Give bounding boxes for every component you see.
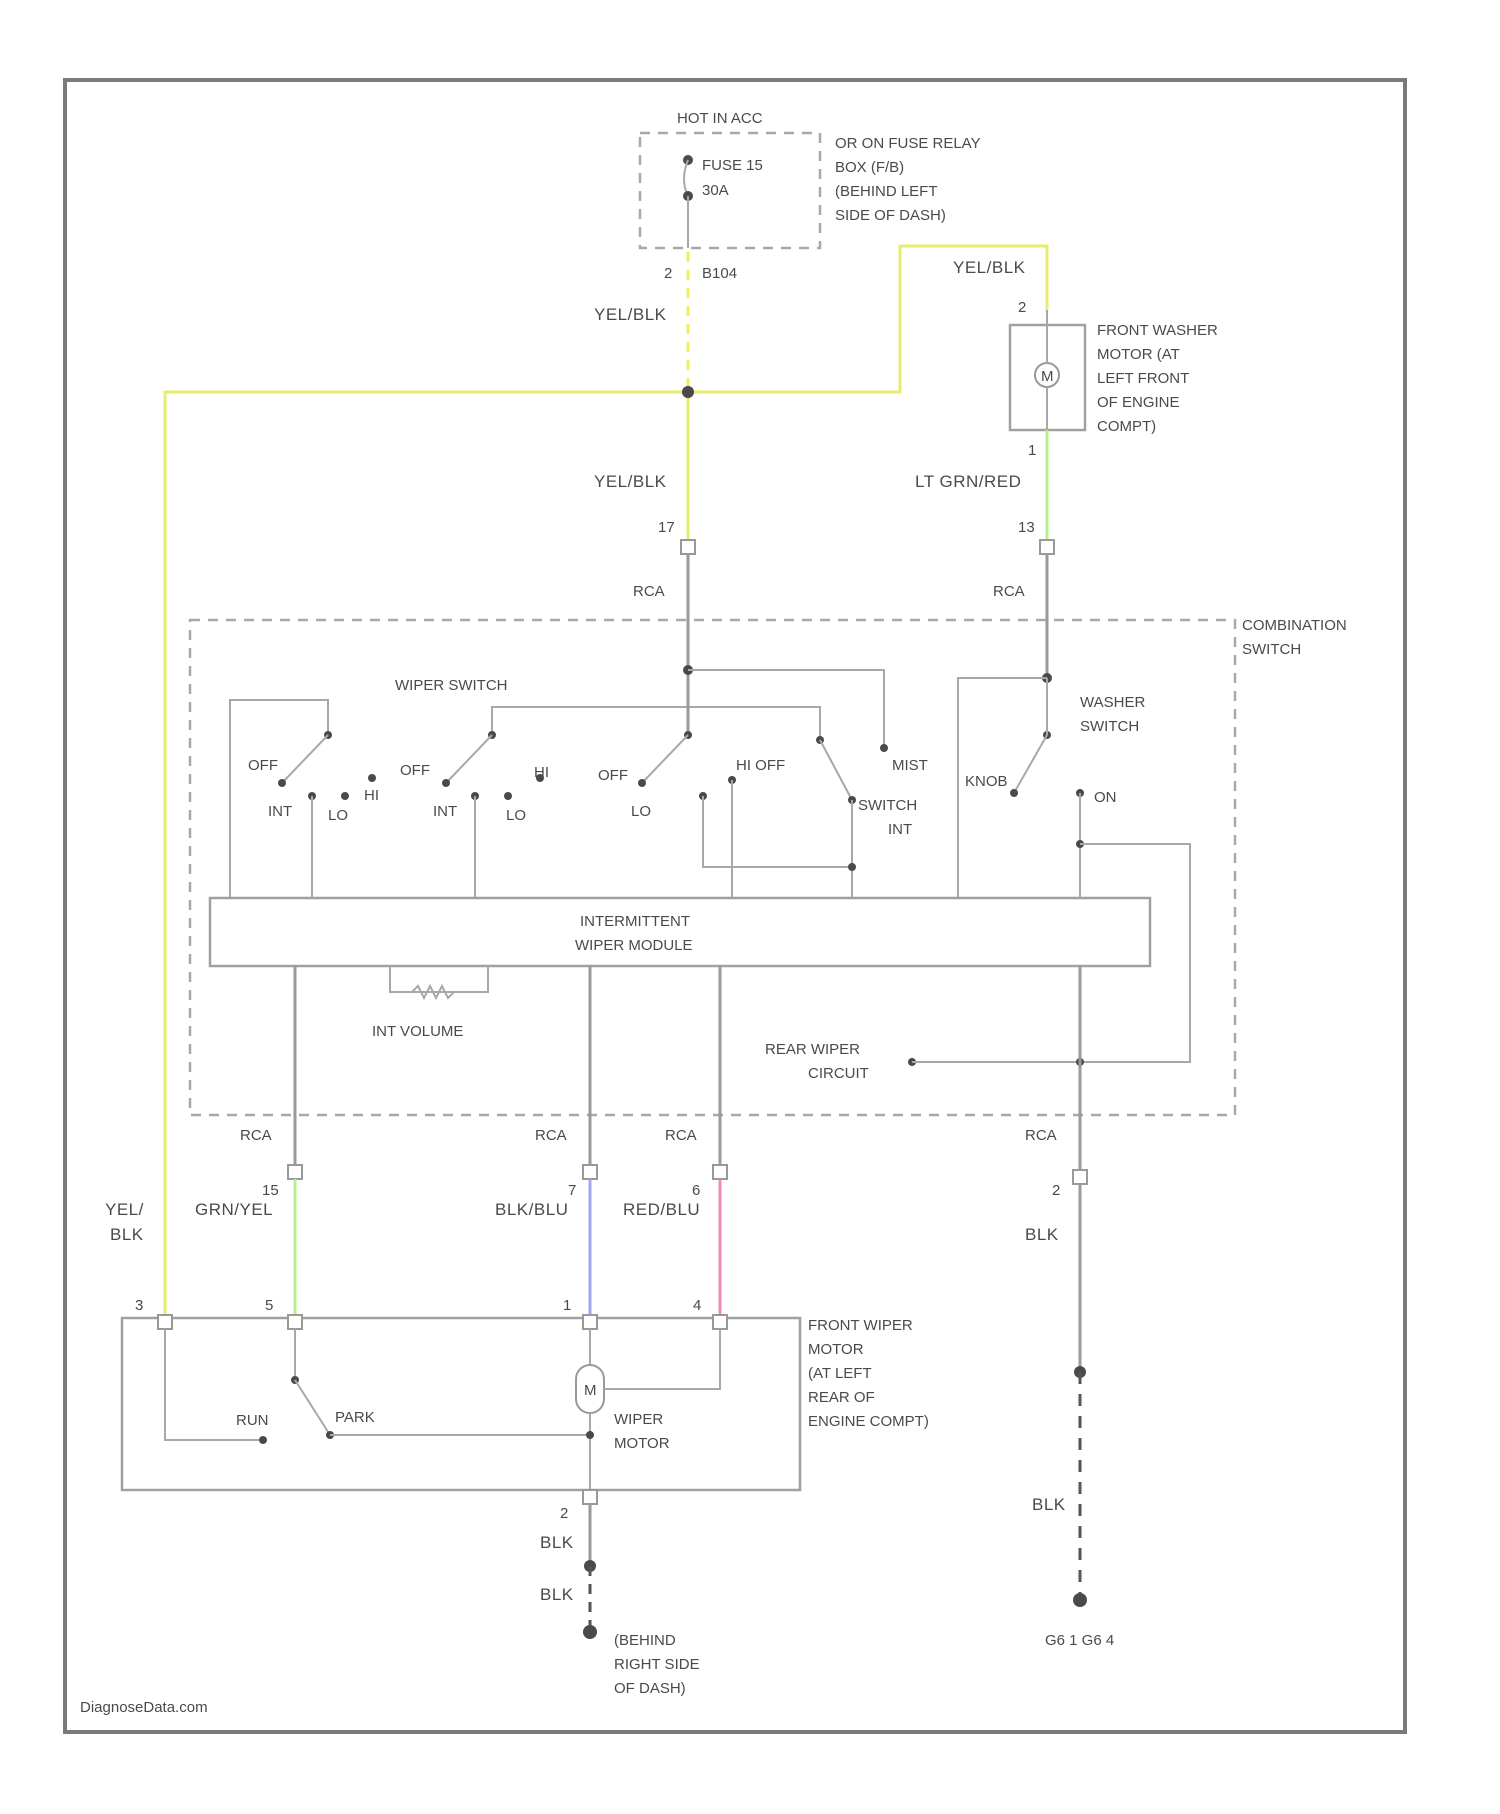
- rca-bottom-1: RCA: [240, 1127, 272, 1144]
- combo-switch-label-2: SWITCH: [1242, 641, 1301, 658]
- rca-top-left: RCA: [633, 583, 665, 600]
- motor-run: RUN: [236, 1412, 269, 1429]
- pin-17: 17: [658, 519, 675, 536]
- pin-6: 6: [692, 1182, 700, 1199]
- sw2-lo: LO: [506, 807, 526, 824]
- wire-label-blk-left-2: BLK: [540, 1585, 574, 1604]
- fuse-pin: 2: [664, 265, 672, 282]
- ground-point-left: [583, 1625, 597, 1639]
- motor-pin-1: 1: [563, 1297, 571, 1314]
- wire-label-yel-blk-left-2: BLK: [110, 1225, 144, 1244]
- intermittent-wiper-module: [210, 898, 1150, 966]
- fuse-box-label-4: SIDE OF DASH): [835, 207, 946, 224]
- pin-2-ground: 2: [1052, 1182, 1060, 1199]
- washer-pin-top: 2: [1018, 299, 1026, 316]
- yel-blk-wiring: YEL/BLK YEL/BLK YEL/BLK YEL/ BLK: [105, 246, 1047, 1315]
- switch-int-2: INT: [888, 821, 912, 838]
- motor-park: PARK: [335, 1409, 375, 1426]
- ground-right-label: G6 1 G6 4: [1045, 1632, 1114, 1649]
- module-label-2: WIPER MODULE: [575, 937, 693, 954]
- ground-point-right: [1073, 1593, 1087, 1607]
- switch-int-1: SWITCH: [858, 797, 917, 814]
- fuse-box-label-1: OR ON FUSE RELAY: [835, 135, 981, 152]
- motor-pin-5: 5: [265, 1297, 273, 1314]
- fuse-box: HOT IN ACC FUSE 15 30A OR ON FUSE RELAY …: [640, 110, 981, 282]
- watermark: DiagnoseData.com: [80, 1699, 208, 1716]
- rca-bottom-3: RCA: [665, 1127, 697, 1144]
- int-volume-label: INT VOLUME: [372, 1023, 463, 1040]
- washer-knob: KNOB: [965, 773, 1008, 790]
- sw3-mist: MIST: [892, 757, 928, 774]
- wire-label-yel-blk-mid: YEL/BLK: [594, 472, 667, 491]
- sw1-lo: LO: [328, 807, 348, 824]
- splice-dot: [682, 386, 694, 398]
- sw1-hi: HI: [364, 787, 379, 804]
- yel-blk-wire-left: [165, 392, 688, 1315]
- rear-wiper-1: REAR WIPER: [765, 1041, 860, 1058]
- pin-15: 15: [262, 1182, 279, 1199]
- washer-on: ON: [1094, 789, 1117, 806]
- ground-left-label-3: OF DASH): [614, 1680, 686, 1697]
- washer-label-2: MOTOR (AT: [1097, 346, 1180, 363]
- module-label-1: INTERMITTENT: [580, 913, 690, 930]
- motor-pin-3: 3: [135, 1297, 143, 1314]
- ground-left-label-2: RIGHT SIDE: [614, 1656, 700, 1673]
- wire-label-blk-right: BLK: [1025, 1225, 1059, 1244]
- washer-label-4: OF ENGINE: [1097, 394, 1180, 411]
- sw2-off: OFF: [400, 762, 430, 779]
- fuse-supply-label: HOT IN ACC: [677, 110, 763, 127]
- fuse-connector: B104: [702, 265, 737, 282]
- washer-motor-m: M: [1041, 368, 1054, 385]
- sw3-off: OFF: [598, 767, 628, 784]
- washer-label-1: FRONT WASHER: [1097, 322, 1218, 339]
- ground-left-label-1: (BEHIND: [614, 1632, 676, 1649]
- front-washer-motor: M 2 1 FRONT WASHER MOTOR (AT LEFT FRONT …: [1010, 299, 1218, 459]
- wire-label-blk-ground: BLK: [1032, 1495, 1066, 1514]
- wiper-label-2: MOTOR: [808, 1341, 864, 1358]
- wire-label-yel-blk-left-1: YEL/: [105, 1200, 144, 1219]
- wiper-motor-name-2: MOTOR: [614, 1435, 670, 1452]
- washer-pin-bottom: 1: [1028, 442, 1036, 459]
- rca-bottom-4: RCA: [1025, 1127, 1057, 1144]
- fuse-name: FUSE 15: [702, 157, 763, 174]
- rca-bottom-2: RCA: [535, 1127, 567, 1144]
- wire-label-yel-blk-top: YEL/BLK: [594, 305, 667, 324]
- fuse-box-label-2: BOX (F/B): [835, 159, 904, 176]
- fuse-box-label-3: (BEHIND LEFT: [835, 183, 938, 200]
- washer-switch-1: WASHER: [1080, 694, 1145, 711]
- wiper-motor-m: M: [584, 1382, 597, 1399]
- wire-label-yel-blk-right: YEL/BLK: [953, 258, 1026, 277]
- sw3-hi-off: HI OFF: [736, 757, 785, 774]
- wire-label-red-blu: RED/BLU: [623, 1200, 700, 1219]
- front-wiper-motor: 3 5 1 4 RUN PARK M WIPER MOTOR FRONT WIP…: [122, 1297, 929, 1490]
- wiper-label-1: FRONT WIPER: [808, 1317, 913, 1334]
- rear-wiper-2: CIRCUIT: [808, 1065, 869, 1082]
- sw2-hi: HI: [534, 764, 549, 781]
- sw2-int: INT: [433, 803, 457, 820]
- sw3-lo: LO: [631, 803, 651, 820]
- wiper-motor-name-1: WIPER: [614, 1411, 663, 1428]
- motor-pin-4: 4: [693, 1297, 701, 1314]
- wiper-switch-label: WIPER SWITCH: [395, 677, 508, 694]
- pin-7: 7: [568, 1182, 576, 1199]
- combination-switch: COMBINATION SWITCH WIPER SWITCH OFF INT …: [190, 617, 1347, 1115]
- sw1-off: OFF: [248, 757, 278, 774]
- rca-top-right: RCA: [993, 583, 1025, 600]
- wire-label-blk-blu: BLK/BLU: [495, 1200, 568, 1219]
- washer-switch-2: SWITCH: [1080, 718, 1139, 735]
- pin-13: 13: [1018, 519, 1035, 536]
- sw1-int: INT: [268, 803, 292, 820]
- wiper-label-3: (AT LEFT: [808, 1365, 872, 1382]
- wire-label-grn-yel: GRN/YEL: [195, 1200, 273, 1219]
- fuse-rating: 30A: [702, 182, 729, 199]
- motor-ground-pin: 2: [560, 1505, 568, 1522]
- washer-label-3: LEFT FRONT: [1097, 370, 1189, 387]
- wiper-label-5: ENGINE COMPT): [808, 1413, 929, 1430]
- washer-label-5: COMPT): [1097, 418, 1156, 435]
- wiper-label-4: REAR OF: [808, 1389, 875, 1406]
- wire-label-blk-left-1: BLK: [540, 1533, 574, 1552]
- wire-label-lt-grn-red: LT GRN/RED: [915, 472, 1021, 491]
- combo-switch-label-1: COMBINATION: [1242, 617, 1347, 634]
